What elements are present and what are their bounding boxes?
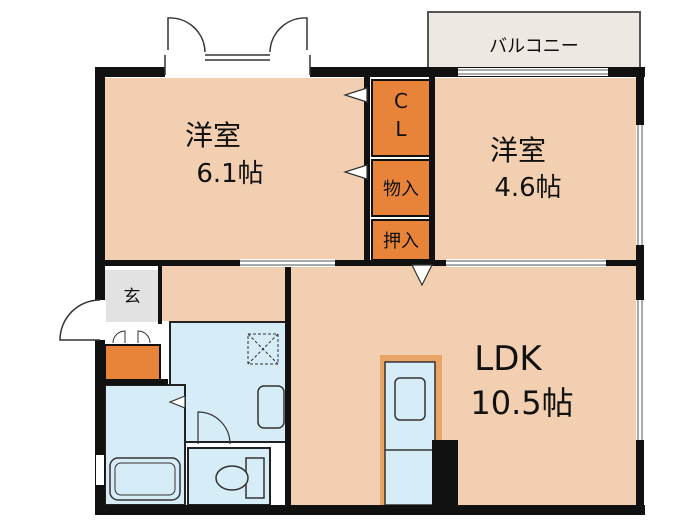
ldk-name: LDK xyxy=(474,339,543,379)
western-room-2-size: 4.6帖 xyxy=(494,173,561,203)
entrance-floor xyxy=(105,270,160,322)
sink-icon xyxy=(394,377,426,421)
ldk-floor xyxy=(290,263,636,505)
shoe-cabinet xyxy=(104,344,161,381)
western-room-1-size: 6.1帖 xyxy=(196,159,263,189)
storage xyxy=(371,159,431,217)
entrance-label: 玄 xyxy=(124,287,141,307)
ldk-size: 10.5帖 xyxy=(470,384,573,422)
balcony-label: バルコニー xyxy=(489,36,579,57)
closet-label-2: L xyxy=(395,117,407,141)
shoe-cabinet-doors xyxy=(112,330,151,344)
ldk-door-marker xyxy=(411,264,433,287)
entrance-door xyxy=(59,299,106,341)
kitchen-counter xyxy=(380,355,458,506)
storage-label: 物入 xyxy=(383,179,419,200)
hallway-floor xyxy=(160,263,290,321)
washer-pan xyxy=(247,333,279,365)
western-room-2-floor xyxy=(434,78,636,263)
balcony: バルコニー xyxy=(427,11,641,77)
washbasin-icon xyxy=(257,385,285,429)
oshiire-label: 押入 xyxy=(383,231,419,252)
closet-door xyxy=(343,87,368,103)
bathtub-icon xyxy=(109,457,181,501)
french-door xyxy=(164,17,311,78)
bath-door-marker xyxy=(168,395,186,409)
western-room-1-floor xyxy=(105,78,367,263)
toilet-door xyxy=(197,411,231,445)
fridge-space xyxy=(432,440,458,505)
storage-door xyxy=(343,164,368,180)
toilet-icon xyxy=(215,457,265,499)
closet-label-1: C xyxy=(394,89,408,113)
western-room-2-name: 洋室 xyxy=(490,134,546,167)
windows xyxy=(96,68,644,485)
closet xyxy=(371,79,431,157)
western-room-1-name: 洋室 xyxy=(185,119,241,152)
